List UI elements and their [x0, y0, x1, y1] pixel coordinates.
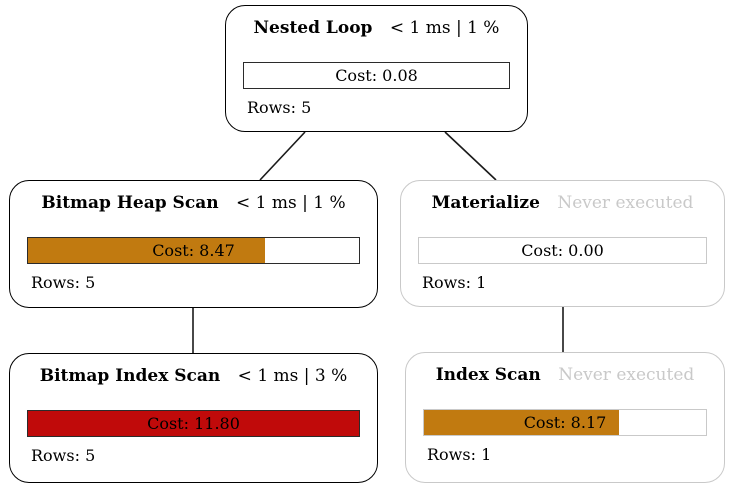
- edge-nested-loop-to-bitmap-heap-scan: [259, 131, 306, 181]
- node-operation-name: Nested Loop: [253, 18, 373, 38]
- node-title: Bitmap Index Scan < 1 ms | 3 %: [10, 366, 377, 386]
- plan-node-nested-loop[interactable]: Nested Loop < 1 ms | 1 % Cost: 0.08 Rows…: [225, 5, 528, 132]
- edge-nested-loop-to-materialize: [444, 131, 497, 181]
- cost-bar: Cost: 8.47: [27, 237, 360, 264]
- node-title: Index Scan Never executed: [406, 365, 724, 385]
- rows-label: Rows: 5: [247, 98, 312, 117]
- rows-label: Rows: 1: [422, 273, 487, 292]
- cost-bar: Cost: 8.17: [423, 409, 707, 436]
- never-executed-label: Never executed: [558, 365, 695, 385]
- node-title: Materialize Never executed: [401, 193, 724, 213]
- cost-bar-fill: [424, 410, 619, 435]
- cost-bar: Cost: 0.08: [243, 62, 510, 89]
- cost-bar-fill: [28, 411, 359, 436]
- plan-node-bitmap-heap-scan[interactable]: Bitmap Heap Scan < 1 ms | 1 % Cost: 8.47…: [9, 180, 378, 308]
- node-operation-name: Bitmap Heap Scan: [41, 193, 219, 213]
- cost-bar-fill: [28, 238, 265, 263]
- node-timing-label: < 1 ms | 1 %: [235, 193, 346, 213]
- plan-node-index-scan[interactable]: Index Scan Never executed Cost: 8.17 Row…: [405, 352, 725, 483]
- node-title: Nested Loop < 1 ms | 1 %: [226, 18, 527, 38]
- plan-node-materialize[interactable]: Materialize Never executed Cost: 0.00 Ro…: [400, 180, 725, 307]
- plan-node-bitmap-index-scan[interactable]: Bitmap Index Scan < 1 ms | 3 % Cost: 11.…: [9, 353, 378, 483]
- cost-label: Cost: 8.17: [523, 413, 607, 432]
- cost-label: Cost: 8.47: [152, 241, 235, 260]
- node-timing-label: < 1 ms | 1 %: [389, 18, 500, 38]
- never-executed-label: Never executed: [557, 193, 694, 213]
- cost-bar: Cost: 0.00: [418, 237, 707, 264]
- node-timing-label: < 1 ms | 3 %: [237, 366, 348, 386]
- rows-label: Rows: 1: [427, 445, 492, 464]
- cost-label: Cost: 0.00: [521, 241, 604, 260]
- node-title: Bitmap Heap Scan < 1 ms | 1 %: [10, 193, 377, 213]
- node-operation-name: Index Scan: [435, 365, 541, 385]
- rows-label: Rows: 5: [31, 446, 96, 465]
- cost-bar: Cost: 11.80: [27, 410, 360, 437]
- node-operation-name: Materialize: [431, 193, 540, 213]
- cost-label: Cost: 0.08: [335, 66, 418, 85]
- cost-label: Cost: 11.80: [147, 414, 240, 433]
- node-operation-name: Bitmap Index Scan: [39, 366, 221, 386]
- rows-label: Rows: 5: [31, 273, 96, 292]
